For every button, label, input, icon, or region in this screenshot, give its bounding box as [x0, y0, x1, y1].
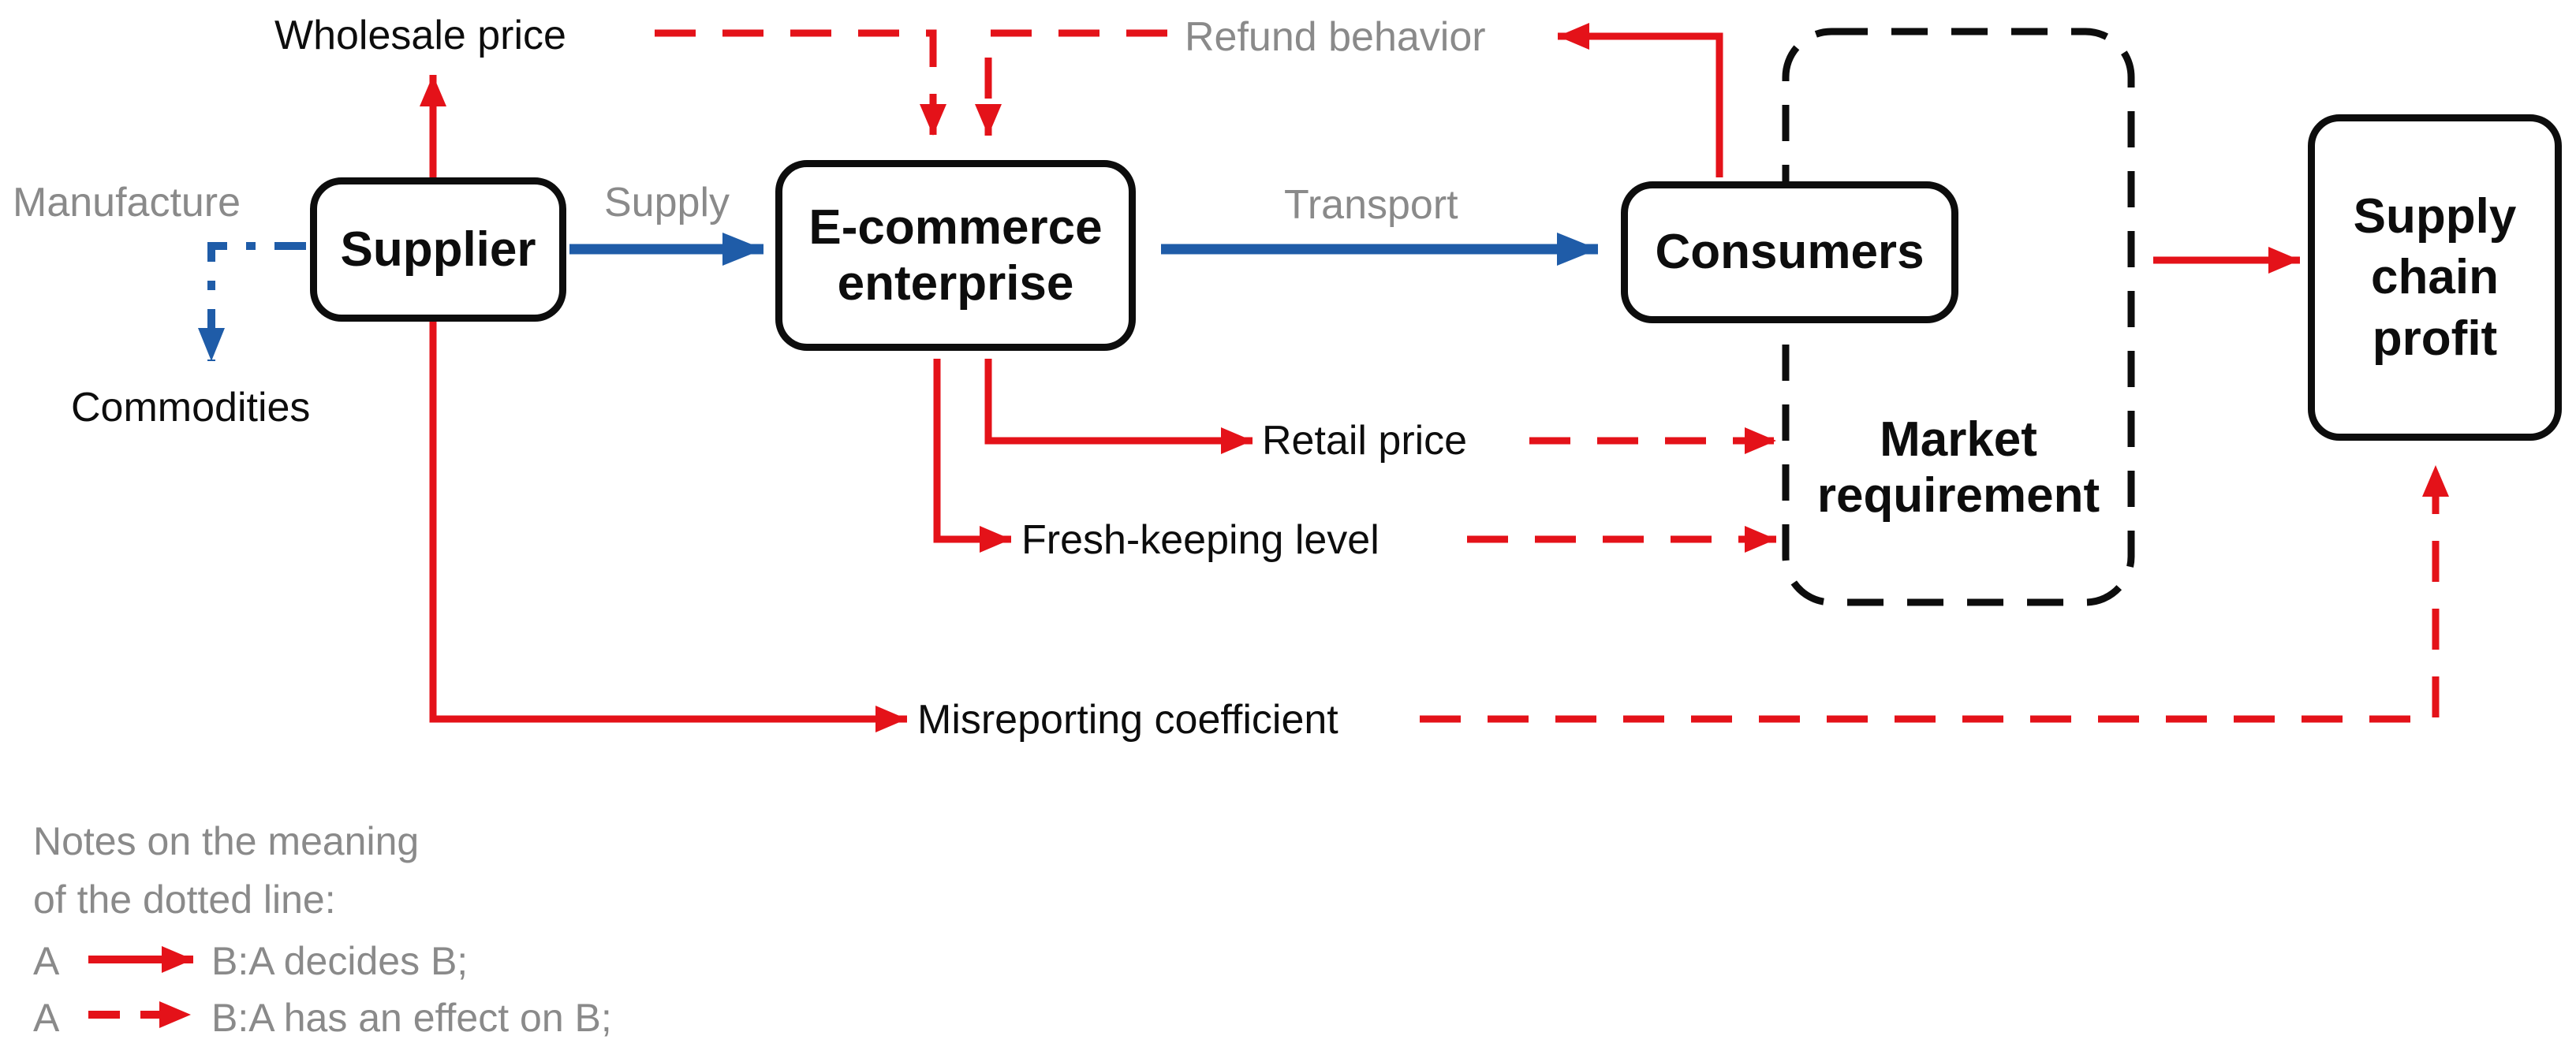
notes-line-2: of the dotted line: — [33, 877, 336, 922]
arrow-supplier-to-misreporting-coefficient — [429, 322, 907, 732]
dashed-arrow-wholesale-price-to-ecommerce — [655, 29, 946, 136]
wholesale-price-label: Wholesale price — [274, 13, 566, 58]
transport-label: Transport — [1284, 182, 1458, 228]
dashed-arrow-refund-behavior-to-ecommerce — [975, 29, 1167, 136]
commodities-label: Commodities — [71, 385, 311, 430]
dashed-arrow-supplier-manufacture-to-commodities — [198, 242, 306, 361]
misreporting-coefficient-label: Misreporting coefficient — [917, 697, 1338, 743]
legend-solid-a: A — [33, 939, 60, 983]
fresh-keeping-level-label: Fresh-keeping level — [1021, 517, 1379, 563]
dashed-arrow-misreporting-to-supply-chain-profit — [1420, 465, 2449, 723]
arrow-ecommerce-to-fresh-keeping-level — [933, 359, 1011, 553]
manufacture-label: Manufacture — [13, 180, 241, 225]
market-requirement-label: Market requirement — [1816, 412, 2100, 524]
legend-solid-text: B:A decides B; — [211, 939, 469, 983]
supply-label: Supply — [604, 180, 730, 225]
node-supplier: Supplier — [310, 177, 566, 322]
retail-price-label: Retail price — [1262, 418, 1468, 464]
node-ecommerce-enterprise: E-commerce enterprise — [775, 160, 1136, 351]
legend-dashed-a: A — [33, 996, 60, 1040]
legend-dashed-text: B:A has an effect on B; — [211, 996, 612, 1040]
arrow-consumers-to-refund-behavior — [1558, 23, 1723, 177]
node-supply-chain-profit: Supply chain profit — [2308, 114, 2562, 441]
node-consumers: Consumers — [1621, 181, 1958, 323]
refund-behavior-label: Refund behavior — [1185, 14, 1486, 60]
notes-line-1: Notes on the meaning — [33, 819, 420, 863]
arrow-ecommerce-to-retail-price — [984, 359, 1253, 454]
